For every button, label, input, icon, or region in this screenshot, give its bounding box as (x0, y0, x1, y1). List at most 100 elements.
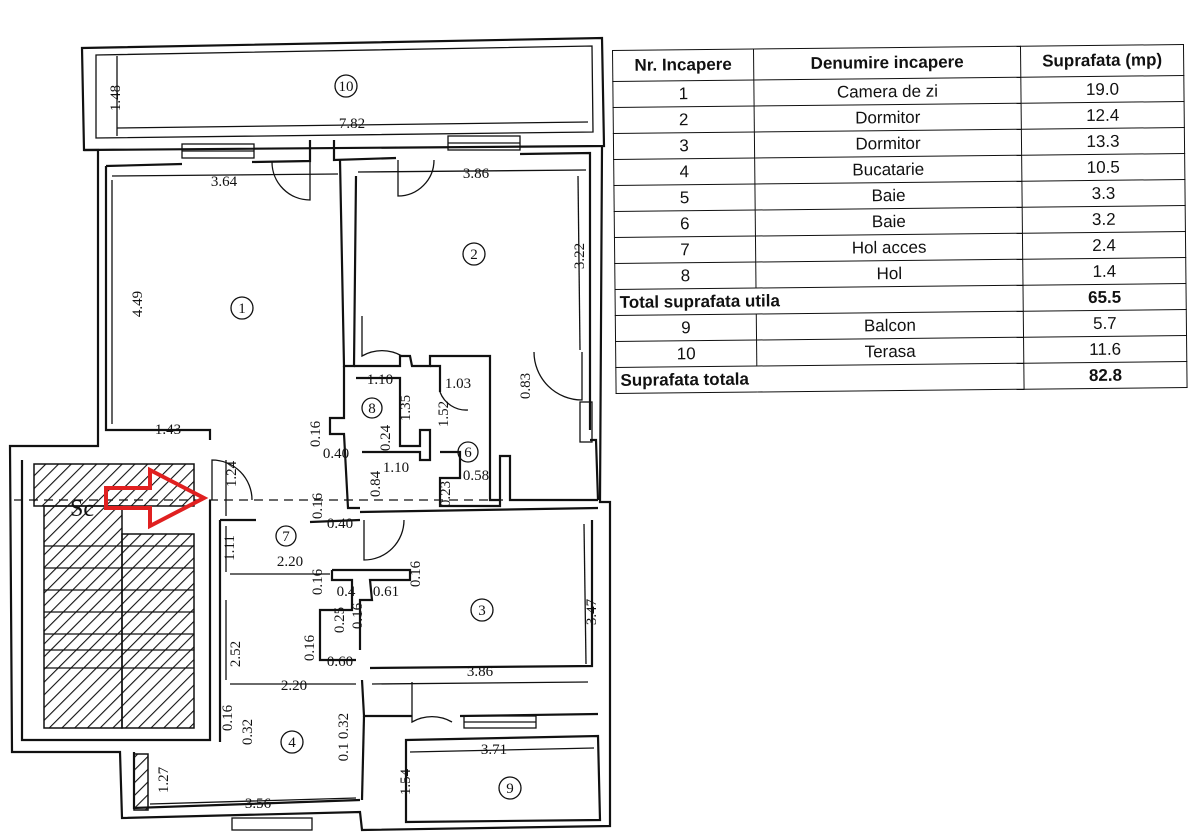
dim-label: 4.49 (130, 291, 146, 317)
room-name-cell: Dormitor (754, 103, 1022, 133)
room-name-cell: Hol (755, 259, 1023, 289)
dim-label: 0.32 (240, 719, 256, 745)
room-number-3: 3 (470, 598, 494, 622)
room-area-cell: 11.6 (1023, 335, 1187, 364)
dim-label: 0.23 (438, 481, 454, 507)
windows (181, 135, 593, 831)
dim-label: 0.16 (310, 568, 326, 595)
room-nr-cell: 2 (613, 106, 755, 134)
dim-label: 2.52 (228, 641, 244, 667)
room-name-cell: Dormitor (754, 129, 1022, 159)
svg-text:4: 4 (288, 735, 296, 751)
dim-label: 0.40 (323, 446, 349, 462)
dim-label: 0.16 (310, 492, 326, 519)
svg-text:9: 9 (506, 781, 514, 797)
entrance-arrow (104, 466, 209, 530)
dim-label: 1.11 (222, 535, 238, 561)
room-area-cell: 13.3 (1021, 127, 1185, 156)
room-number-8: 8 (361, 397, 383, 419)
dim-label: 3.71 (481, 742, 507, 758)
room-number-4: 4 (280, 730, 304, 754)
room-name-cell: Balcon (756, 311, 1024, 341)
terrace-outline (80, 36, 606, 152)
room-number-6: 6 (457, 441, 479, 463)
room-nr-cell: 3 (613, 132, 755, 160)
room-nr-cell: 8 (614, 262, 757, 290)
svg-text:3: 3 (478, 603, 486, 619)
room-nr-cell: 1 (612, 80, 755, 108)
dim-label: 0.16 (302, 634, 318, 661)
dim-label: 7.82 (339, 116, 365, 132)
total-useful-value: 65.5 (1022, 283, 1187, 312)
dim-label: 3.22 (572, 243, 588, 269)
room-number-7: 7 (275, 525, 297, 547)
room-name-cell: Hol acces (755, 233, 1023, 263)
dim-label: 0.24 (378, 424, 394, 451)
dim-label: 0.40 (327, 516, 353, 532)
svg-text:6: 6 (464, 445, 472, 461)
dim-label: 3.86 (463, 166, 490, 182)
room-area-cell: 12.4 (1021, 101, 1185, 130)
room-name-cell: Terasa (756, 337, 1024, 367)
dim-label: 0.61 (373, 584, 399, 600)
header-area: Suprafata (mp) (1020, 44, 1184, 78)
room-area-cell: 3.2 (1022, 205, 1186, 234)
dim-label: 1.03 (445, 376, 471, 392)
room-number-10: 10 (334, 74, 358, 98)
room-number-9: 9 (498, 776, 522, 800)
dim-label: 0.4 (337, 584, 356, 600)
dim-label: 0.16 (408, 560, 424, 587)
dim-label: 0.16 (350, 602, 366, 629)
dim-label: 1.27 (156, 766, 172, 793)
room-area-cell: 5.7 (1023, 309, 1187, 338)
dim-label: 0.83 (518, 373, 534, 399)
room-area-cell: 1.4 (1022, 257, 1186, 286)
dimension-lines (111, 169, 595, 805)
dim-label: 0.16 (220, 704, 236, 731)
dim-label: 1.10 (383, 460, 409, 476)
room-nr-cell: 10 (615, 340, 757, 368)
svg-text:1: 1 (238, 301, 246, 317)
dim-label: 1.24 (224, 460, 240, 487)
svg-text:10: 10 (339, 79, 354, 95)
dim-label: 0.16 (308, 420, 324, 447)
dim-label: 0.60 (327, 654, 353, 670)
dim-label: 1.48 (108, 85, 124, 111)
room-area-cell: 2.4 (1022, 231, 1186, 260)
room-name-cell: Baie (755, 207, 1023, 237)
room-area-cell: 19.0 (1020, 75, 1185, 104)
dim-label: 1.35 (398, 395, 414, 421)
dim-label: 0.32 (336, 713, 352, 739)
svg-text:7: 7 (282, 529, 290, 545)
room-name-cell: Camera de zi (753, 77, 1022, 107)
header-room-nr: Nr. Incapere (612, 49, 754, 82)
room-numbers: 10 1 2 8 6 7 3 4 9 (230, 74, 522, 800)
stair-label: Sc (70, 496, 94, 522)
room-number-2: 2 (462, 242, 486, 266)
total-label: Suprafata totala (615, 363, 1025, 394)
dim-label: 3.56 (245, 796, 272, 812)
room-name-cell: Baie (754, 181, 1023, 211)
dim-label: 1.54 (398, 768, 414, 795)
room-area-table: Nr. Incapere Denumire incapere Suprafata… (612, 44, 1188, 394)
header-room-name: Denumire incapere (753, 46, 1021, 81)
dim-label: 3.64 (211, 174, 238, 190)
room-nr-cell: 4 (613, 158, 755, 186)
dim-label: 2.20 (281, 678, 307, 694)
room-nr-cell: 7 (614, 236, 756, 264)
dim-label: 3.47 (584, 598, 600, 625)
svg-text:2: 2 (470, 247, 478, 263)
room-number-1: 1 (230, 296, 254, 320)
dimension-labels: 1.48 7.82 3.64 3.86 4.49 3.22 1.43 1.10 … (108, 85, 600, 812)
room-area-cell: 3.3 (1021, 179, 1186, 208)
room-name-cell: Bucatarie (754, 155, 1022, 185)
dim-label: 1.52 (436, 401, 452, 427)
svg-text:8: 8 (368, 401, 376, 417)
dim-label: 1.10 (367, 372, 393, 388)
dim-label: 1.43 (155, 422, 181, 438)
room-nr-cell: 6 (614, 210, 756, 238)
dim-label: 2.20 (277, 554, 303, 570)
room-area-cell: 10.5 (1021, 153, 1185, 182)
